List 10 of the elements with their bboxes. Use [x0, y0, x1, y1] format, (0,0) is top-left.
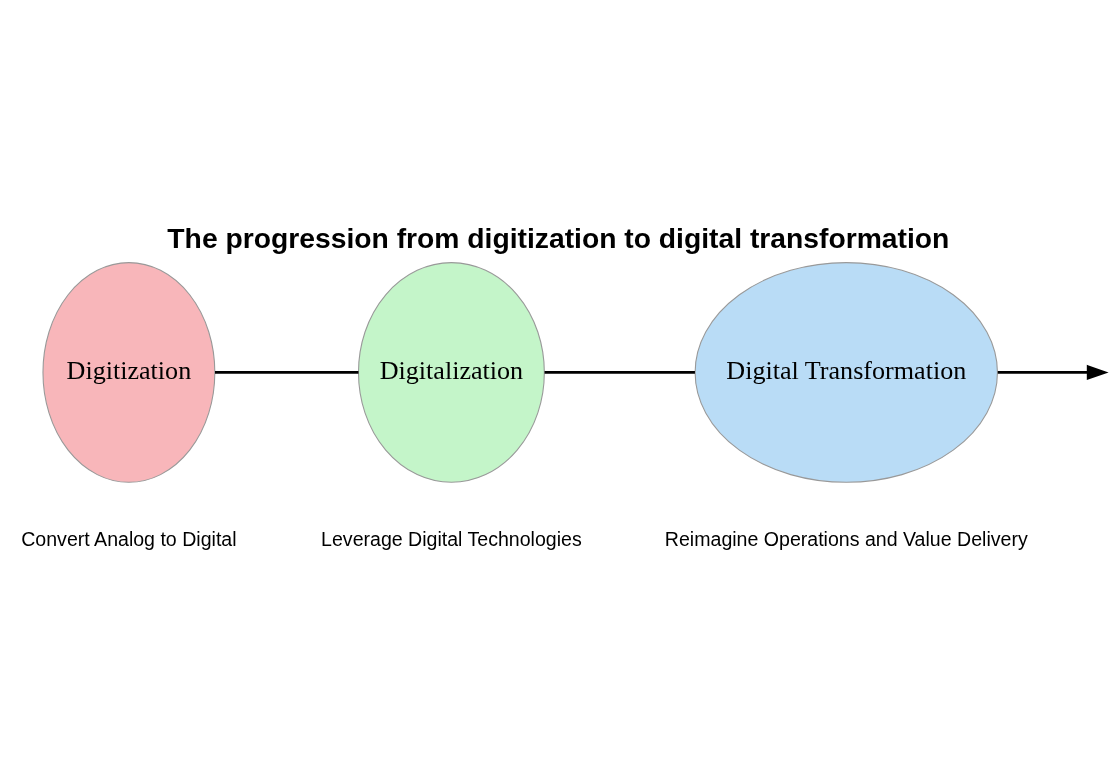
- node-label: Reimagine Operations and Value Delivery: [664, 527, 1028, 550]
- node-label: Convert Analog to Digital: [21, 527, 237, 550]
- diagram-title: The progression from digitization to digital transformation: [167, 221, 950, 254]
- node-ellipse: Digital Transformation: [694, 261, 998, 483]
- node-label: Leverage Digital Technologies: [321, 527, 582, 550]
- connector: [544, 370, 695, 374]
- connector: [215, 370, 359, 374]
- node-ellipse: Digitization: [42, 261, 216, 483]
- arrow: [997, 364, 1109, 380]
- node-ellipse: Digitalization: [357, 261, 545, 483]
